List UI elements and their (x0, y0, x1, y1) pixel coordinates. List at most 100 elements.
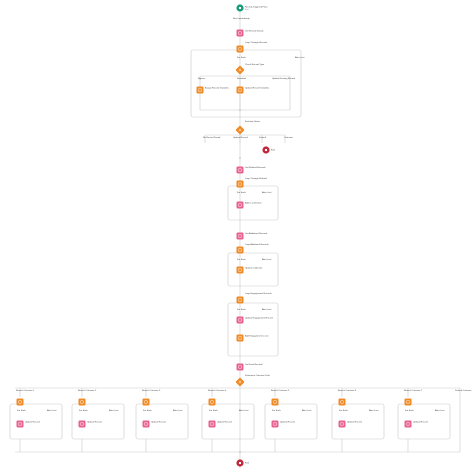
decision1-node-icon (238, 68, 242, 72)
get5-node[interactable] (236, 363, 244, 371)
run-immediately-label: Run Immediately (233, 17, 250, 20)
branch-loop-node-7[interactable] (404, 398, 412, 406)
get-record-node[interactable] (236, 29, 244, 37)
assign6-node[interactable] (236, 334, 244, 342)
branch-loop-node-7-shape (404, 398, 412, 406)
loop2-node-shape (236, 180, 244, 188)
assign1-node[interactable] (196, 86, 204, 94)
get-record-node-icon (238, 31, 242, 35)
loop2-node-icon (238, 182, 242, 186)
branch-assign-label-4: Update Record (217, 421, 232, 424)
d1-outcome-1: Bypass (198, 78, 206, 80)
branch-loop-node-6[interactable] (338, 398, 346, 406)
decision2-node[interactable] (235, 125, 245, 135)
get2-label: Get Related Records (245, 166, 266, 169)
loop3-after-last: After Last (262, 258, 272, 261)
branch-loop-node-5-shape (271, 398, 279, 406)
branch-for-each-7: For Each (405, 409, 415, 412)
loop3-label: Loop Additional Records (245, 243, 270, 246)
branch-assign-node-1-shape (16, 420, 24, 428)
get3-node-icon (238, 234, 242, 238)
loop4-node-shape (236, 296, 244, 304)
branch-after-last-1: After Last (47, 409, 57, 412)
branch-assign-node-6-icon (340, 422, 344, 426)
d1-outcome-2: Standard (237, 77, 247, 80)
d3-branch-label-2: Branch Outcome 2 (78, 389, 97, 392)
branch-assign-label-5: Update Record (280, 421, 295, 424)
d3-branch-label-3: Branch Outcome 3 (142, 389, 161, 392)
branch-loop-node-2-shape (78, 398, 86, 406)
start-node-icon (239, 7, 241, 9)
loop1-node[interactable] (236, 45, 244, 53)
branch-assign-node-2-icon (80, 422, 84, 426)
decision1-node[interactable] (235, 65, 245, 75)
assign3-node[interactable] (236, 201, 244, 209)
get2-node[interactable] (236, 166, 244, 174)
start-node[interactable] (236, 4, 244, 12)
branch-assign-node-3-icon (144, 422, 148, 426)
branch-assign-label-7: Update Record (413, 421, 428, 424)
branch-for-each-4: For Each (209, 409, 219, 412)
d1-outcome-3: Update Existing Record (272, 77, 296, 80)
branch-assign-node-3-shape (142, 420, 150, 428)
branch-assign-node-3[interactable] (142, 420, 150, 428)
loop1-node-shape (236, 45, 244, 53)
get3-node[interactable] (236, 232, 244, 240)
assign4-node[interactable] (236, 266, 244, 274)
branch-after-last-7: After Last (435, 409, 445, 412)
loop1-node-icon (238, 47, 242, 51)
assign2-node-shape (236, 86, 244, 94)
get3-node-shape (236, 232, 244, 240)
branch-assign-node-5[interactable] (271, 420, 279, 428)
branch-loop-node-2[interactable] (78, 398, 86, 406)
assign3-node-icon (238, 203, 242, 207)
loop4-for-each: For Each (237, 308, 247, 311)
get5-node-shape (236, 363, 244, 371)
d3-default-label: Default Outcome (455, 389, 472, 392)
d3-branch-label-4: Branch Outcome 4 (208, 389, 227, 392)
assign6-node-shape (236, 334, 244, 342)
end2-node-icon (239, 462, 241, 464)
d2-outcome-3: Default (259, 136, 266, 139)
decision3-node[interactable] (235, 377, 245, 387)
branch-after-last-6: After Last (369, 409, 379, 412)
branch-assign-node-6-shape (338, 420, 346, 428)
assign4-node-shape (236, 266, 244, 274)
decision1-label: Check Record Type (245, 63, 265, 66)
branch-assign-node-2[interactable] (78, 420, 86, 428)
branch-assign-node-7[interactable] (404, 420, 412, 428)
get2-node-shape (236, 166, 244, 174)
branch-loop-node-1[interactable] (16, 398, 24, 406)
branch-loop-node-3[interactable] (142, 398, 150, 406)
loop2-node[interactable] (236, 180, 244, 188)
branch-assign-node-4[interactable] (208, 420, 216, 428)
branch-for-each-3: For Each (143, 409, 153, 412)
branch-assign-label-3: Update Record (151, 421, 166, 424)
end2-node[interactable] (236, 459, 244, 467)
loop4-node[interactable] (236, 296, 244, 304)
branch-loop-node-5[interactable] (271, 398, 279, 406)
loop1-label: Loop Through Records (245, 41, 268, 44)
loop3-for-each: For Each (237, 258, 247, 261)
assign5-node-icon (238, 318, 242, 322)
assign5-node[interactable] (236, 316, 244, 324)
end1-node-icon (265, 149, 267, 151)
branch-loop-node-4[interactable] (208, 398, 216, 406)
assign6-label: Add Engagement to List (245, 335, 269, 338)
branch-assign-label-1: Update Record (25, 421, 40, 424)
assign2-node[interactable] (236, 86, 244, 94)
end1-node[interactable] (262, 146, 270, 154)
branch-assign-node-1[interactable] (16, 420, 24, 428)
branch-assign-node-6[interactable] (338, 420, 346, 428)
loop1-after-last: After Last (295, 56, 305, 59)
branch-after-last-5: After Last (302, 409, 312, 412)
loop3-node[interactable] (236, 246, 244, 254)
assign3-label: Add to Collection (245, 202, 262, 205)
d2-outcome-1: No Record Found (203, 136, 221, 139)
branch-for-each-6: For Each (339, 409, 349, 412)
d3-branch-label-5: Branch Outcome 5 (271, 389, 290, 392)
end2-label: End (245, 463, 250, 465)
assign3-node-shape (236, 201, 244, 209)
branch-assign-label-6: Update Record (347, 421, 362, 424)
